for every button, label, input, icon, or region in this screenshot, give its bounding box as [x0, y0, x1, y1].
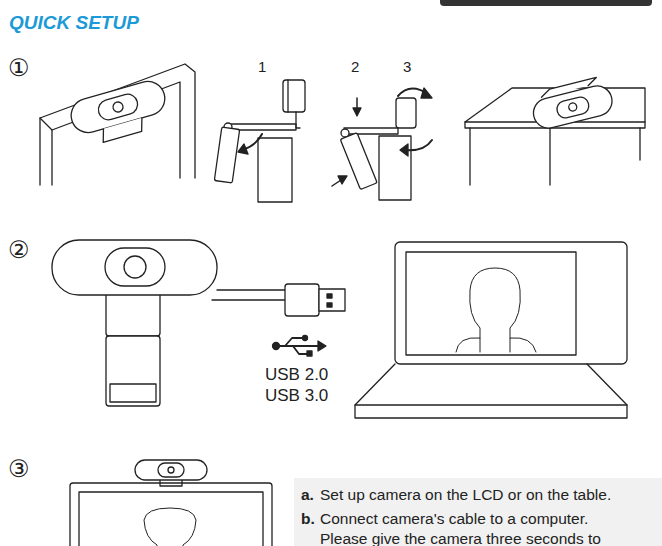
usb-version: USB 2.0 — [265, 365, 328, 385]
monitor-corner — [40, 64, 195, 185]
header-tab — [440, 0, 652, 6]
step-label: 1 — [258, 58, 266, 75]
usb-symbol — [273, 336, 327, 357]
clip-step-1 — [214, 80, 305, 202]
note-text: Set up camera on the LCD or on the table… — [320, 486, 611, 504]
monitor-with-webcam — [70, 460, 272, 546]
note-text: Please give the camera three seconds to — [320, 530, 601, 546]
page-title: QUICK SETUP — [9, 12, 139, 34]
step-number: ① — [8, 55, 30, 83]
note-letter: a. — [301, 486, 314, 504]
usb-cable — [212, 284, 345, 316]
step-number: ② — [8, 237, 30, 265]
webcam-front — [52, 240, 217, 406]
note-letter: b. — [301, 510, 315, 528]
clip-step-2-3 — [332, 88, 432, 200]
webcam-on-monitor — [67, 77, 172, 149]
webcam-on-table — [528, 75, 615, 131]
step-label: 3 — [403, 58, 411, 75]
note-text: Connect camera's cable to a computer. — [320, 510, 588, 528]
laptop — [355, 242, 627, 418]
step-number: ③ — [8, 456, 30, 484]
usb-version: USB 3.0 — [265, 386, 328, 406]
step-label: 2 — [351, 58, 359, 75]
